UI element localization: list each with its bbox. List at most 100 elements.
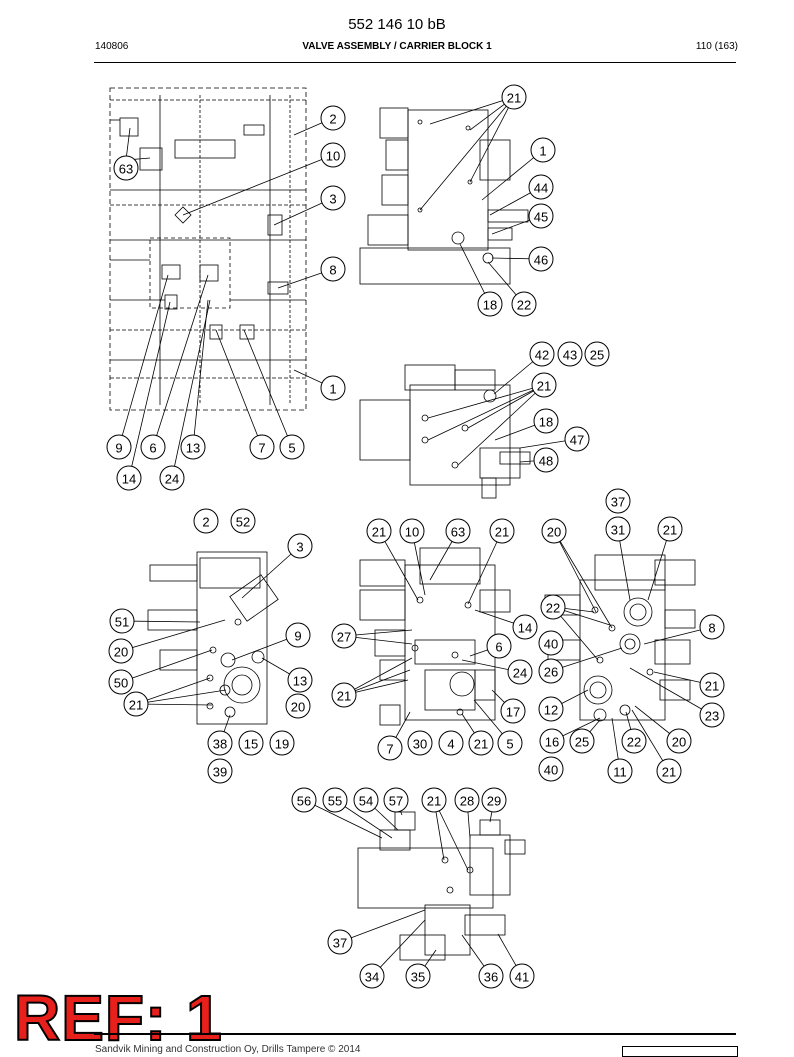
- callout-number: 22: [517, 298, 531, 313]
- callout-bubble: [116, 465, 142, 491]
- callout-number: 52: [236, 515, 250, 530]
- callout-bubble: [454, 787, 480, 813]
- callout-bubble: [399, 518, 425, 544]
- callout-number: 7: [386, 742, 393, 757]
- callout-number: 13: [293, 674, 307, 689]
- callout-24: 24: [159, 465, 185, 491]
- callout-bubble: [377, 735, 403, 761]
- callout-bubble: [140, 434, 166, 460]
- callout-5: 5: [279, 434, 305, 460]
- callout-bubble: [621, 728, 647, 754]
- callout-bubble: [468, 730, 494, 756]
- callout-27: 27: [331, 623, 357, 649]
- callout-number: 37: [611, 495, 625, 510]
- callout-bubble: [405, 963, 431, 989]
- callout-14: 14: [512, 614, 538, 640]
- callout-number: 44: [534, 181, 548, 196]
- callout-number: 21: [337, 689, 351, 704]
- callout-bubble: [699, 672, 725, 698]
- callout-bubble: [113, 155, 139, 181]
- callout-6: 6: [486, 633, 512, 659]
- callout-number: 2: [202, 515, 209, 530]
- callout-number: 14: [518, 621, 532, 636]
- callout-35: 35: [405, 963, 431, 989]
- callout-bubble: [407, 730, 433, 756]
- callout-bubble: [500, 698, 526, 724]
- callout-bubble: [605, 516, 631, 542]
- callout-50: 50: [108, 669, 134, 695]
- callout-bubble: [489, 518, 515, 544]
- callout-number: 11: [613, 765, 627, 780]
- callout-3: 3: [287, 533, 313, 559]
- callout-number: 43: [563, 348, 577, 363]
- callout-21: 21: [656, 758, 682, 784]
- callout-41: 41: [509, 963, 535, 989]
- callout-bubble: [538, 658, 564, 684]
- callout-20: 20: [541, 518, 567, 544]
- callout-number: 10: [405, 525, 419, 540]
- callout-bubble: [320, 256, 346, 282]
- footer-copyright: Sandvik Mining and Construction Oy, Dril…: [95, 1044, 361, 1055]
- callout-8: 8: [320, 256, 346, 282]
- callout-number: 21: [474, 737, 488, 752]
- section-title: VALVE ASSEMBLY / CARRIER BLOCK 1: [302, 41, 492, 52]
- callout-number: 8: [708, 621, 715, 636]
- callout-bubble: [564, 426, 590, 452]
- callout-bubble: [287, 533, 313, 559]
- callout-number: 26: [544, 665, 558, 680]
- callout-bubble: [327, 929, 353, 955]
- callout-number: 39: [213, 765, 227, 780]
- callout-48: 48: [533, 447, 559, 473]
- callout-bubble: [528, 203, 554, 229]
- callout-21: 21: [501, 84, 527, 110]
- callout-bubble: [269, 730, 295, 756]
- callout-20: 20: [666, 728, 692, 754]
- callout-bubble: [108, 638, 134, 664]
- callout-55: 55: [322, 787, 348, 813]
- callout-number: 9: [115, 441, 122, 456]
- callout-11: 11: [607, 758, 633, 784]
- callout-number: 3: [329, 192, 336, 207]
- callout-bubble: [109, 608, 135, 634]
- block-view-top: [359, 107, 529, 285]
- callout-number: 51: [115, 615, 129, 630]
- callout-number: 9: [294, 629, 301, 644]
- callout-13: 13: [287, 667, 313, 693]
- callout-number: 55: [328, 794, 342, 809]
- callout-4: 4: [438, 730, 464, 756]
- callout-bubble: [699, 702, 725, 728]
- callout-18: 18: [533, 408, 559, 434]
- callout-bubble: [497, 730, 523, 756]
- callout-21: 21: [123, 691, 149, 717]
- callout-bubble: [539, 728, 565, 754]
- date-code: 140806: [95, 41, 129, 52]
- callout-bubble: [249, 434, 275, 460]
- callout-bubble: [320, 105, 346, 131]
- callout-bubble: [528, 174, 554, 200]
- callout-number: 35: [411, 970, 425, 985]
- callout-number: 10: [326, 149, 340, 164]
- callout-bubble: [279, 434, 305, 460]
- callout-number: 21: [372, 525, 386, 540]
- callout-bubble: [359, 963, 385, 989]
- callout-39: 39: [207, 758, 233, 784]
- callout-21: 21: [468, 730, 494, 756]
- callout-bubble: [656, 758, 682, 784]
- callout-7: 7: [249, 434, 275, 460]
- callout-number: 36: [484, 970, 498, 985]
- callout-number: 4: [447, 737, 454, 752]
- callout-bubble: [421, 787, 447, 813]
- callout-number: 34: [365, 970, 379, 985]
- callout-8: 8: [699, 614, 725, 640]
- callout-number: 2: [329, 112, 336, 127]
- callout-36: 36: [478, 963, 504, 989]
- callout-bubble: [528, 246, 554, 272]
- callout-40: 40: [538, 756, 564, 782]
- callout-bubble: [106, 434, 132, 460]
- page-number: 110 (163): [695, 41, 738, 52]
- callout-number: 50: [114, 676, 128, 691]
- callout-2: 2: [193, 508, 219, 534]
- block-view-bottom: [357, 811, 526, 961]
